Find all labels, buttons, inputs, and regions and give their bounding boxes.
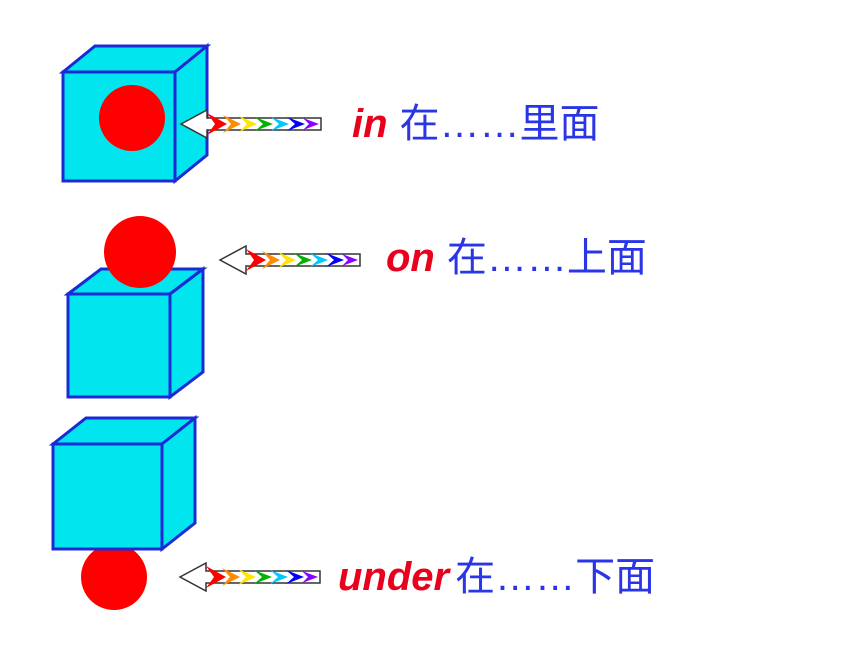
arrow-under xyxy=(179,562,321,592)
ball-under xyxy=(81,544,147,610)
arrow-on xyxy=(219,245,361,275)
word-under: under xyxy=(338,555,450,599)
box-under xyxy=(48,414,200,553)
word-on: on xyxy=(386,236,435,280)
ball-on xyxy=(104,216,176,288)
ball-in xyxy=(99,85,165,151)
meaning-in: 在……里面 xyxy=(399,102,600,146)
box-on xyxy=(63,265,208,401)
word-in: in xyxy=(352,102,388,146)
meaning-on: 在……上面 xyxy=(446,236,647,280)
arrow-in xyxy=(180,109,322,139)
meaning-under: 在……下面 xyxy=(455,555,656,599)
